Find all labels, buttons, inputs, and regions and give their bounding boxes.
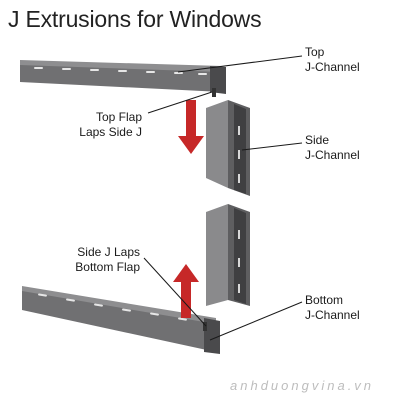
bottom-flap-tab <box>203 322 207 331</box>
label-top-flap-line-2: Laps Side J <box>79 125 142 139</box>
label-side-j-channel-line-1: Side <box>305 133 330 147</box>
label-top-j-channel: Top J-Channel <box>305 45 360 75</box>
label-side-j-channel-line-2: J-Channel <box>305 148 360 162</box>
page-title: J Extrusions for Windows <box>8 6 262 32</box>
watermark: anhduongvina.vn <box>230 378 375 393</box>
lower-side-flange <box>234 208 246 304</box>
label-top-flap-line-1: Top Flap <box>95 110 142 124</box>
lower-side-slots <box>238 230 240 293</box>
label-bottom-j-channel: Bottom J-Channel <box>305 293 360 323</box>
top-channel-lip <box>20 60 222 72</box>
red-up-arrow-icon <box>173 264 199 318</box>
side-channel-back <box>206 100 228 188</box>
top-flap-tab <box>212 88 216 97</box>
label-top-flap: Top Flap Laps Side J <box>66 110 142 140</box>
label-side-j-laps-line-2: Bottom Flap <box>75 260 140 274</box>
leader-lines <box>143 55 303 341</box>
label-top-j-channel-line-1: Top <box>305 45 325 59</box>
leader-side-laps <box>143 257 207 327</box>
label-side-j-laps: Side J Laps Bottom Flap <box>56 245 140 275</box>
bottom-channel-lip <box>22 286 216 324</box>
lower-side-j-channel <box>206 204 250 306</box>
label-bottom-j-channel-line-1: Bottom <box>305 293 344 307</box>
leader-top-channel <box>177 55 303 73</box>
red-down-arrow-icon <box>178 100 204 154</box>
label-top-j-channel-line-2: J-Channel <box>305 60 360 74</box>
label-side-j-channel: Side J-Channel <box>305 133 360 163</box>
leader-side-channel <box>241 142 303 151</box>
side-channel-slots <box>238 126 240 183</box>
top-channel-end <box>210 66 226 94</box>
lower-side-back <box>206 204 228 306</box>
leader-bottom-channel <box>209 301 303 341</box>
top-j-channel <box>20 60 226 97</box>
bottom-channel-face <box>22 288 216 352</box>
leader-top-flap <box>147 91 213 114</box>
side-j-channel <box>206 100 250 196</box>
label-side-j-laps-line-1: Side J Laps <box>77 245 140 259</box>
bottom-channel-end <box>204 318 220 354</box>
top-channel-slots <box>34 67 207 75</box>
side-channel-flange <box>234 104 246 194</box>
bottom-j-channel <box>22 286 220 354</box>
label-bottom-j-channel-line-2: J-Channel <box>305 308 360 322</box>
bottom-channel-slots <box>38 293 187 321</box>
